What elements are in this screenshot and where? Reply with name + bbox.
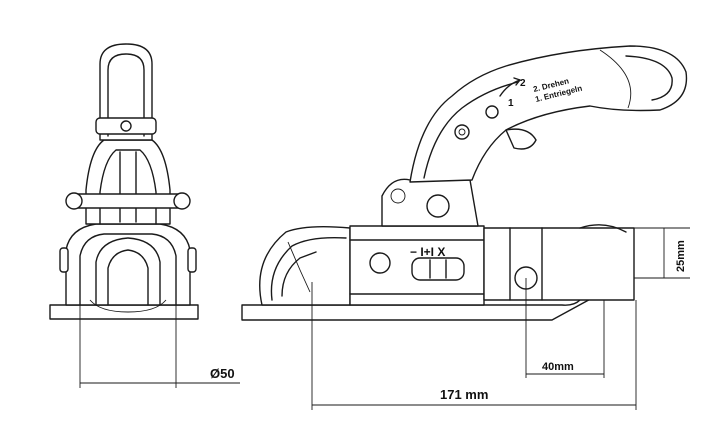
wear-indicator-marks: − I+I X [410, 245, 445, 259]
front-bolt-head-left [65, 192, 83, 210]
side-base-plate [241, 295, 597, 321]
side-hole-front [369, 252, 391, 274]
side-handle-arm [409, 45, 688, 183]
step-1-number: 1 [508, 98, 514, 109]
front-side-stud-right [187, 247, 197, 273]
front-view [49, 43, 199, 320]
step-2-number: 2 [520, 78, 526, 89]
front-bolt-head-right [173, 192, 191, 210]
side-drawbar [483, 227, 635, 301]
height-label: 25mm [675, 240, 687, 272]
length-label: 171 mm [440, 387, 488, 402]
wear-indicator-window [411, 257, 465, 281]
front-handle [99, 43, 153, 141]
front-cross-bolt [73, 193, 183, 209]
diameter-label: Ø50 [210, 366, 235, 381]
side-pivot-bolt [426, 194, 450, 218]
offset-dimension: 40mm [525, 278, 605, 378]
diameter-dimension: Ø50 [79, 300, 240, 388]
side-view: − I+I X 1 2 2. Drehen 1. Entriegeln [241, 45, 688, 321]
front-socket-body [65, 223, 191, 306]
front-ball-cup [95, 237, 161, 306]
length-dimension: 171 mm [311, 282, 637, 410]
offset-label: 40mm [542, 361, 574, 373]
side-socket-mouth [259, 225, 351, 306]
front-side-stud-left [59, 247, 69, 273]
front-neck [85, 139, 171, 225]
height-dimension: 25mm [634, 227, 690, 279]
